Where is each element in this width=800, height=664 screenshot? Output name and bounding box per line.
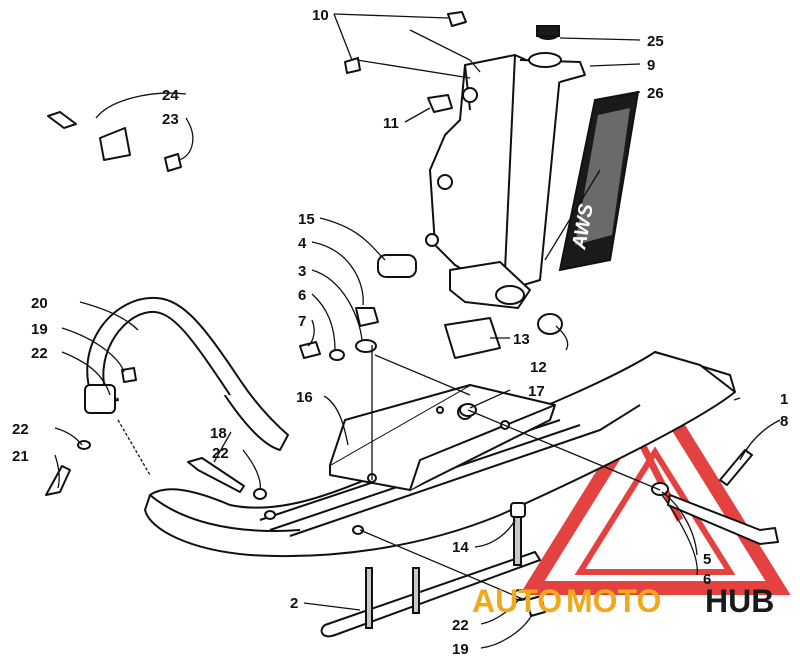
callout-23: 23: [162, 111, 179, 128]
callout-22-left-top: 22: [31, 345, 48, 362]
callout-22-bottom: 22: [452, 617, 469, 634]
watermark-moto: MOTO: [566, 583, 661, 619]
callout-7: 7: [298, 313, 306, 330]
callout-labels: 10 25 9 26 11 24 23 15 4 3 6 7 13 12 17 …: [12, 7, 788, 658]
watermark-auto: AUTO: [472, 583, 562, 619]
callout-4: 4: [298, 235, 307, 252]
callout-8: 8: [780, 413, 788, 430]
callout-6-bottom: 6: [703, 571, 711, 588]
callout-2: 2: [290, 595, 298, 612]
callout-18: 18: [210, 425, 227, 442]
callout-21: 21: [12, 448, 29, 465]
callout-19-bottom: 19: [452, 641, 469, 658]
callout-25: 25: [647, 33, 664, 50]
callout-16: 16: [296, 389, 313, 406]
callout-26: 26: [647, 85, 664, 102]
wear-bar: [320, 509, 541, 638]
watermark-hub: HUB: [705, 583, 774, 619]
callout-1: 1: [780, 391, 788, 408]
callout-5: 5: [703, 551, 711, 568]
callout-14: 14: [452, 539, 469, 556]
aws-decal: AWS: [558, 90, 640, 272]
callout-15: 15: [298, 211, 315, 228]
watermark-text: AUTO MOTO HUB: [472, 583, 774, 619]
small-parts: [45, 11, 779, 617]
callout-3: 3: [298, 263, 306, 280]
callout-22-mid: 22: [212, 445, 229, 462]
saddle-block: [329, 384, 556, 491]
spindle: [425, 25, 586, 309]
callout-24: 24: [162, 87, 179, 104]
callout-6-top: 6: [298, 287, 306, 304]
callout-12: 12: [530, 359, 547, 376]
leader-lines: [54, 13, 781, 649]
callout-22-left: 22: [12, 421, 29, 438]
callout-9: 9: [647, 57, 655, 74]
callout-10: 10: [312, 7, 329, 24]
callout-19-left: 19: [31, 321, 48, 338]
callout-13: 13: [513, 331, 530, 348]
ski-handle: [84, 296, 289, 451]
callout-17: 17: [528, 383, 545, 400]
callout-11: 11: [383, 115, 399, 132]
callout-20: 20: [31, 295, 48, 312]
